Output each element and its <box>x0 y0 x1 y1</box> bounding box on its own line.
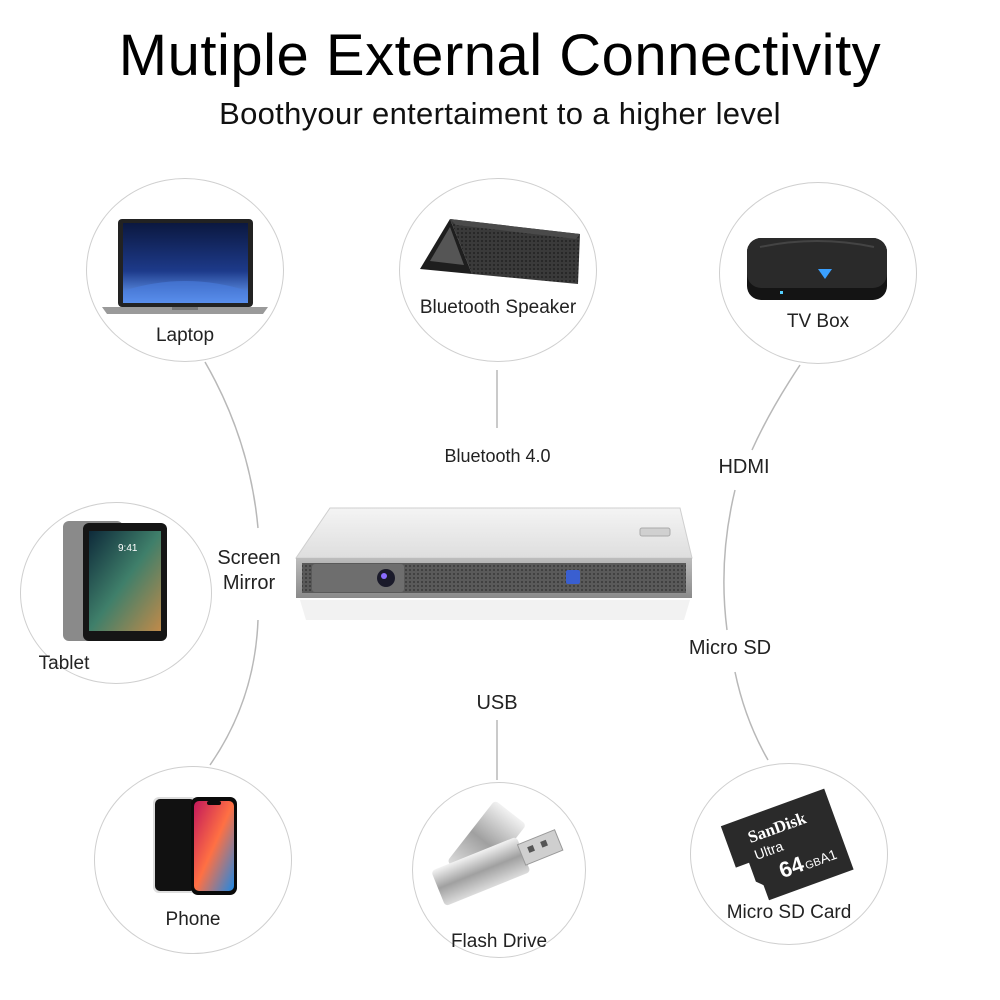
bluetooth-label: Bluetooth 4.0 <box>444 446 551 466</box>
phone-label: Phone <box>165 909 221 930</box>
line-laptop <box>204 361 259 529</box>
tvbox-label: TV Box <box>786 311 850 332</box>
speaker-label: Bluetooth Speaker <box>419 297 577 318</box>
page-subtitle: Boothyour entertaiment to a higher level <box>219 96 781 131</box>
sd-unit: GB <box>804 856 823 873</box>
line-tvbox <box>751 364 801 451</box>
screen-mirror-label-line2: Mirror <box>222 572 276 594</box>
tablet-time: 9:41 <box>118 543 138 554</box>
tablet-circle: 9:41 Tablet <box>20 502 212 684</box>
tablet-image: 9:41 <box>63 521 167 641</box>
flash-label: Flash Drive <box>450 931 548 952</box>
phone-circle: Phone <box>94 766 292 954</box>
screen-mirror-label-line1: Screen <box>217 547 281 569</box>
line-hdmi-sd <box>723 489 736 631</box>
tvbox-image <box>747 238 887 300</box>
laptop-label: Laptop <box>155 325 215 346</box>
laptop-image <box>102 219 268 314</box>
flash-drive-image <box>432 801 564 906</box>
phone-image <box>153 797 237 895</box>
speaker-image <box>420 219 580 284</box>
tablet-label: Tablet <box>38 653 90 674</box>
flash-circle: Flash Drive <box>412 782 586 958</box>
hdmi-label: HDMI <box>718 456 770 478</box>
speaker-circle: Bluetooth Speaker <box>399 178 597 362</box>
page-title: Mutiple External Connectivity <box>118 23 882 88</box>
line-sdcard <box>734 671 769 761</box>
microsd-label: Micro SD <box>688 637 772 659</box>
line-phone <box>209 619 259 766</box>
sd-class: A1 <box>817 846 839 867</box>
laptop-circle: Laptop <box>86 178 284 362</box>
sdcard-image: SanDisk Ultra 64 GB A1 <box>720 788 854 901</box>
sdcard-circle: SanDisk Ultra 64 GB A1 Micro SD Card <box>690 763 888 945</box>
usb-label: USB <box>476 692 518 714</box>
sdcard-label: Micro SD Card <box>726 902 852 923</box>
tvbox-circle: TV Box <box>719 182 917 364</box>
